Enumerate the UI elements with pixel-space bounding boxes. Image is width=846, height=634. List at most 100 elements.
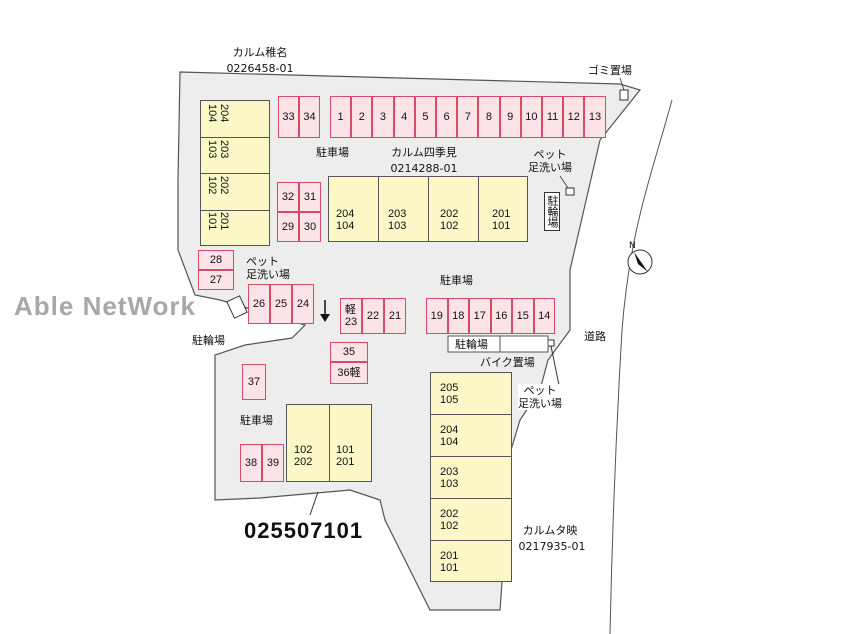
bike-marker-line (550, 345, 561, 391)
id-pointer-line (309, 491, 319, 516)
unit-number: 205 (440, 382, 459, 394)
parking-slot: 8 (478, 96, 500, 138)
unit-number: 104 (440, 436, 459, 448)
unit-number: 104 (336, 220, 355, 232)
bike-parking-2-label: 駐輪場 (192, 334, 225, 347)
unit-divider (200, 209, 270, 211)
parking-slot: 16 (490, 298, 512, 334)
neighbor-center-id: 0214288-01 (390, 162, 458, 175)
unit-number: 202 (218, 176, 230, 195)
parking-slot: 21 (384, 298, 406, 334)
parking-slot: 26 (248, 284, 270, 324)
unit-number: 203 (218, 140, 230, 159)
unit-number: 104 (206, 104, 218, 123)
parking-slot: 15 (512, 298, 534, 334)
garbage-label: ゴミ置場 (588, 64, 632, 77)
unit-number: 202 (440, 508, 459, 520)
parking-slot: 9 (499, 96, 521, 138)
parking-slot: 38 (240, 444, 262, 482)
pet-wash-marker-1 (565, 187, 575, 196)
unit-divider (430, 414, 512, 415)
parking-slot: 12 (563, 96, 585, 138)
parking-slot: 37 (242, 364, 266, 400)
unit-divider (430, 456, 512, 457)
unit-divider (329, 404, 330, 482)
entrance-arrow-head (320, 314, 330, 322)
unit-divider (378, 176, 379, 242)
unit-number: 101 (440, 562, 459, 574)
unit-number: 204 (336, 208, 355, 220)
parking-slot: 13 (584, 96, 606, 138)
parking-slot: 39 (262, 444, 284, 482)
road-edge-left (609, 99, 673, 634)
parking-slot: 34 (299, 96, 320, 138)
unit-number: 102 (440, 520, 459, 532)
parking-mid-label: 駐車場 (440, 274, 473, 287)
pet-wash-2-label: ペット 足洗い場 (246, 255, 290, 281)
parking-slot: 2 (351, 96, 373, 138)
leader-garbage (619, 77, 625, 91)
parking-slot: 7 (457, 96, 479, 138)
unit-divider (200, 173, 270, 174)
unit-number: 103 (206, 140, 218, 159)
parking-slot: 19 (426, 298, 448, 334)
parking-slot: 28 (198, 250, 234, 270)
parking-slot: 14 (533, 298, 555, 334)
unit-number: 102 (294, 444, 313, 456)
unit-number: 102 (206, 176, 218, 195)
unit-number: 102 (440, 220, 459, 232)
parking-slot: 17 (469, 298, 491, 334)
parking-slot: 5 (414, 96, 436, 138)
neighbor-se-name: カルムタ映 (522, 524, 578, 537)
unit-number: 201 (218, 212, 230, 231)
unit-number: 101 (492, 220, 511, 232)
parking-slot: 1 (330, 96, 352, 138)
parking-slot: 3 (372, 96, 394, 138)
bike-parking-3-label: 駐輪場 (455, 338, 488, 351)
unit-divider (200, 136, 270, 138)
bike-rack-1 (226, 295, 248, 319)
motorbike-label: バイク置場 (480, 356, 535, 369)
parking-slot: 35 (330, 342, 368, 362)
unit-number: 204 (218, 104, 230, 123)
parking-slot: 10 (520, 96, 542, 138)
unit-number: 101 (336, 444, 355, 456)
road-label: 道路 (584, 330, 606, 343)
parking-slot: 6 (436, 96, 458, 138)
parking-slot: 29 (277, 212, 299, 242)
unit-divider (478, 176, 479, 242)
building-east (430, 372, 512, 582)
pet-wash-marker-3 (547, 339, 555, 347)
parking-slot: 36軽 (330, 362, 368, 384)
neighbor-se-id: 0217935-01 (518, 540, 586, 553)
bike-parking-1-label: 駐輪場 (544, 192, 560, 231)
parking-slot: 24 (292, 284, 314, 324)
unit-number: 101 (206, 212, 218, 231)
unit-number: 203 (388, 208, 407, 220)
parking-slot: 11 (542, 96, 564, 138)
watermark: Able NetWork (14, 291, 196, 321)
unit-number: 204 (440, 424, 459, 436)
garbage-marker (619, 89, 629, 101)
unit-number: 203 (440, 466, 459, 478)
unit-number: 201 (440, 550, 459, 562)
parking-slot: 4 (393, 96, 415, 138)
north-label: N (629, 241, 636, 251)
parking-slot: 30 (299, 212, 321, 242)
unit-number: 202 (440, 208, 459, 220)
parking-top-label: 駐車場 (316, 146, 349, 159)
unit-number: 105 (440, 394, 459, 406)
unit-number: 202 (294, 456, 313, 468)
parking-left-label: 駐車場 (240, 414, 273, 427)
